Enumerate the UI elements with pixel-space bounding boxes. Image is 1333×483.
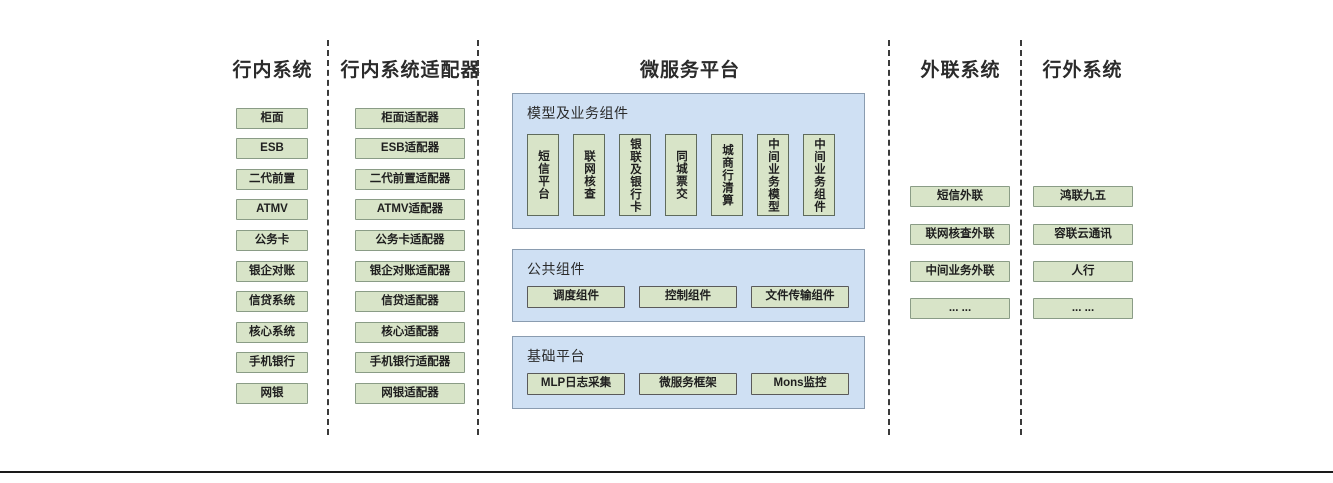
- divider-3: [888, 40, 890, 435]
- node-internal-system[interactable]: 公务卡: [236, 230, 308, 251]
- divider-2: [477, 40, 479, 435]
- node-internal-system[interactable]: 核心系统: [236, 322, 308, 343]
- node-model-component[interactable]: 银联及银行卡: [619, 134, 651, 216]
- panel-public-components: 公共组件: [512, 249, 865, 322]
- node-internal-adapter[interactable]: ATMV适配器: [355, 199, 465, 220]
- divider-4: [1020, 40, 1022, 435]
- node-internal-adapter[interactable]: 信贷适配器: [355, 291, 465, 312]
- bottom-divider: [0, 471, 1333, 473]
- node-external-liaison-system[interactable]: 短信外联: [910, 186, 1010, 207]
- node-offbank-system[interactable]: 人行: [1033, 261, 1133, 282]
- node-internal-system[interactable]: 信贷系统: [236, 291, 308, 312]
- node-base-platform-component[interactable]: MLP日志采集: [527, 373, 625, 395]
- node-label: 中间业务模型: [767, 137, 780, 213]
- node-internal-adapter[interactable]: 手机银行适配器: [355, 352, 465, 373]
- node-label: 银联及银行卡: [629, 137, 642, 213]
- node-model-component[interactable]: 中间业务组件: [803, 134, 835, 216]
- node-offbank-system[interactable]: 容联云通讯: [1033, 224, 1133, 245]
- node-internal-system[interactable]: 手机银行: [236, 352, 308, 373]
- column-title-internal-adapters: 行内系统适配器: [340, 60, 481, 81]
- node-label: 短信平台: [537, 150, 550, 200]
- node-internal-adapter[interactable]: ESB适配器: [355, 138, 465, 159]
- node-public-component[interactable]: 控制组件: [639, 286, 737, 308]
- node-public-component[interactable]: 文件传输组件: [751, 286, 849, 308]
- node-external-liaison-system[interactable]: 中间业务外联: [910, 261, 1010, 282]
- divider-1: [327, 40, 329, 435]
- node-label: 联网核查: [583, 150, 596, 200]
- node-label: 城商行清算: [721, 143, 734, 207]
- panel-base-platform: 基础平台: [512, 336, 865, 409]
- node-model-component[interactable]: 联网核查: [573, 134, 605, 216]
- node-label: 同城票交: [675, 150, 688, 200]
- node-internal-adapter[interactable]: 二代前置适配器: [355, 169, 465, 190]
- node-model-component[interactable]: 城商行清算: [711, 134, 743, 216]
- node-offbank-system[interactable]: 鸿联九五: [1033, 186, 1133, 207]
- node-internal-system[interactable]: 网银: [236, 383, 308, 404]
- node-base-platform-component[interactable]: 微服务框架: [639, 373, 737, 395]
- node-internal-adapter[interactable]: 柜面适配器: [355, 108, 465, 129]
- node-label: 中间业务组件: [813, 137, 826, 213]
- node-model-component[interactable]: 同城票交: [665, 134, 697, 216]
- node-external-liaison-system[interactable]: 联网核查外联: [910, 224, 1010, 245]
- node-public-component[interactable]: 调度组件: [527, 286, 625, 308]
- node-internal-adapter[interactable]: 网银适配器: [355, 383, 465, 404]
- node-model-component[interactable]: 中间业务模型: [757, 134, 789, 216]
- node-internal-adapter[interactable]: 银企对账适配器: [355, 261, 465, 282]
- node-internal-adapter[interactable]: 公务卡适配器: [355, 230, 465, 251]
- panel-title-base-platform: 基础平台: [527, 348, 585, 364]
- panel-title-model-business-components: 模型及业务组件: [527, 105, 629, 121]
- panel-title-public-components: 公共组件: [527, 261, 585, 277]
- node-internal-system[interactable]: ESB: [236, 138, 308, 159]
- node-internal-system[interactable]: 银企对账: [236, 261, 308, 282]
- node-external-liaison-system[interactable]: ... ...: [910, 298, 1010, 319]
- node-model-component[interactable]: 短信平台: [527, 134, 559, 216]
- column-title-internal-systems: 行内系统: [232, 60, 313, 81]
- node-internal-system[interactable]: ATMV: [236, 199, 308, 220]
- node-internal-system[interactable]: 柜面: [236, 108, 308, 129]
- node-offbank-system[interactable]: ... ...: [1033, 298, 1133, 319]
- column-title-offbank-systems: 行外系统: [1042, 60, 1123, 81]
- node-internal-system[interactable]: 二代前置: [236, 169, 308, 190]
- column-title-microservice-platform: 微服务平台: [639, 60, 740, 81]
- node-base-platform-component[interactable]: Mons监控: [751, 373, 849, 395]
- node-internal-adapter[interactable]: 核心适配器: [355, 322, 465, 343]
- column-title-external-liaison-systems: 外联系统: [920, 60, 1001, 81]
